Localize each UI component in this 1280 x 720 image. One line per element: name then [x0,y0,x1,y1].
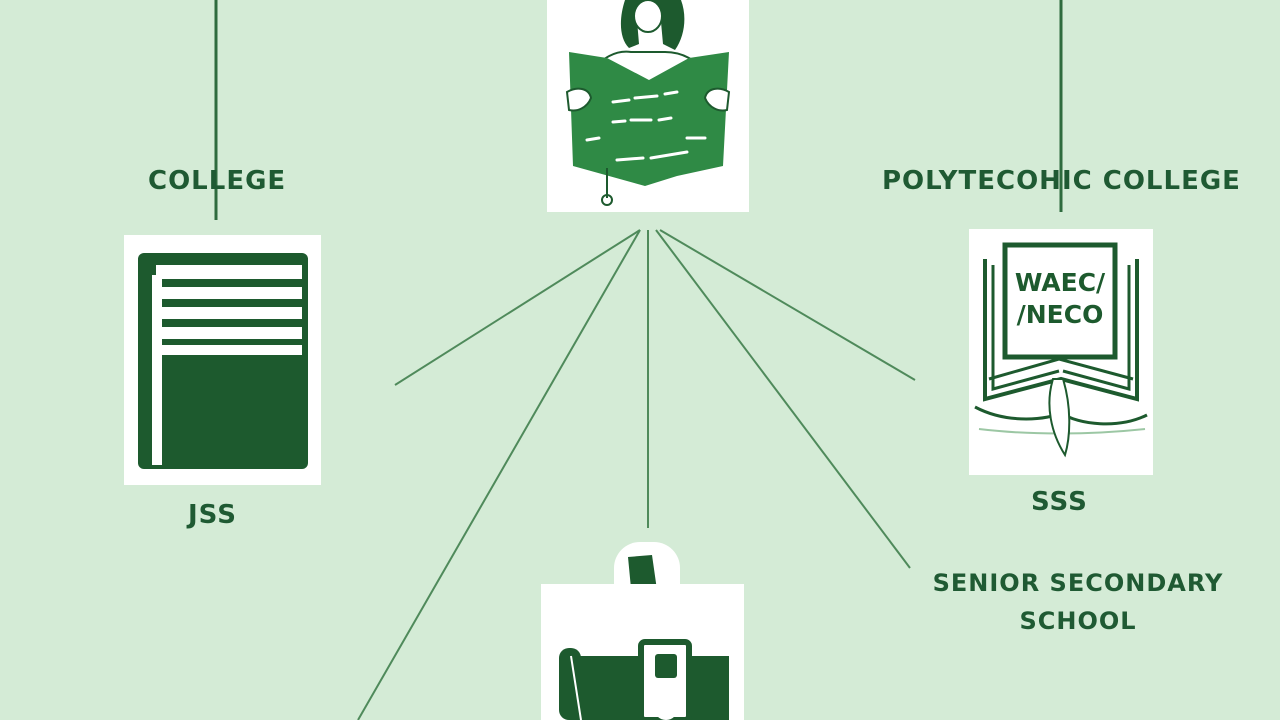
connector-hub-right-short [659,229,916,381]
briefcase-icon [559,639,729,720]
person-reading-board-icon [565,0,731,206]
college-label: COLLEGE [148,166,287,196]
bottom-card [541,584,744,720]
center-top-card [547,0,749,212]
open-book-icon [974,242,1148,458]
connector-hub-left-long [357,229,641,720]
connector-hub-right-long [655,229,911,569]
senior-secondary-line1: SENIOR SECONDARY [932,569,1224,597]
sss-card: WAEC/ /NECO [969,229,1153,475]
jss-card [124,235,321,485]
book-text-line1: WAEC/ [1014,268,1106,297]
jss-label: JSS [188,500,237,530]
connector-hub-left-short [394,229,641,386]
book-icon [138,253,308,469]
sss-label: SSS [1031,487,1088,517]
book-text: WAEC/ /NECO [1009,267,1111,331]
polytechnic-college-label: POLYTECOHIC COLLEGE [882,166,1241,196]
senior-secondary-line2: SCHOOL [1019,607,1137,635]
book-text-line2: /NECO [1016,300,1104,329]
senior-secondary-school-label: SENIOR SECONDARY SCHOOL [928,564,1228,640]
